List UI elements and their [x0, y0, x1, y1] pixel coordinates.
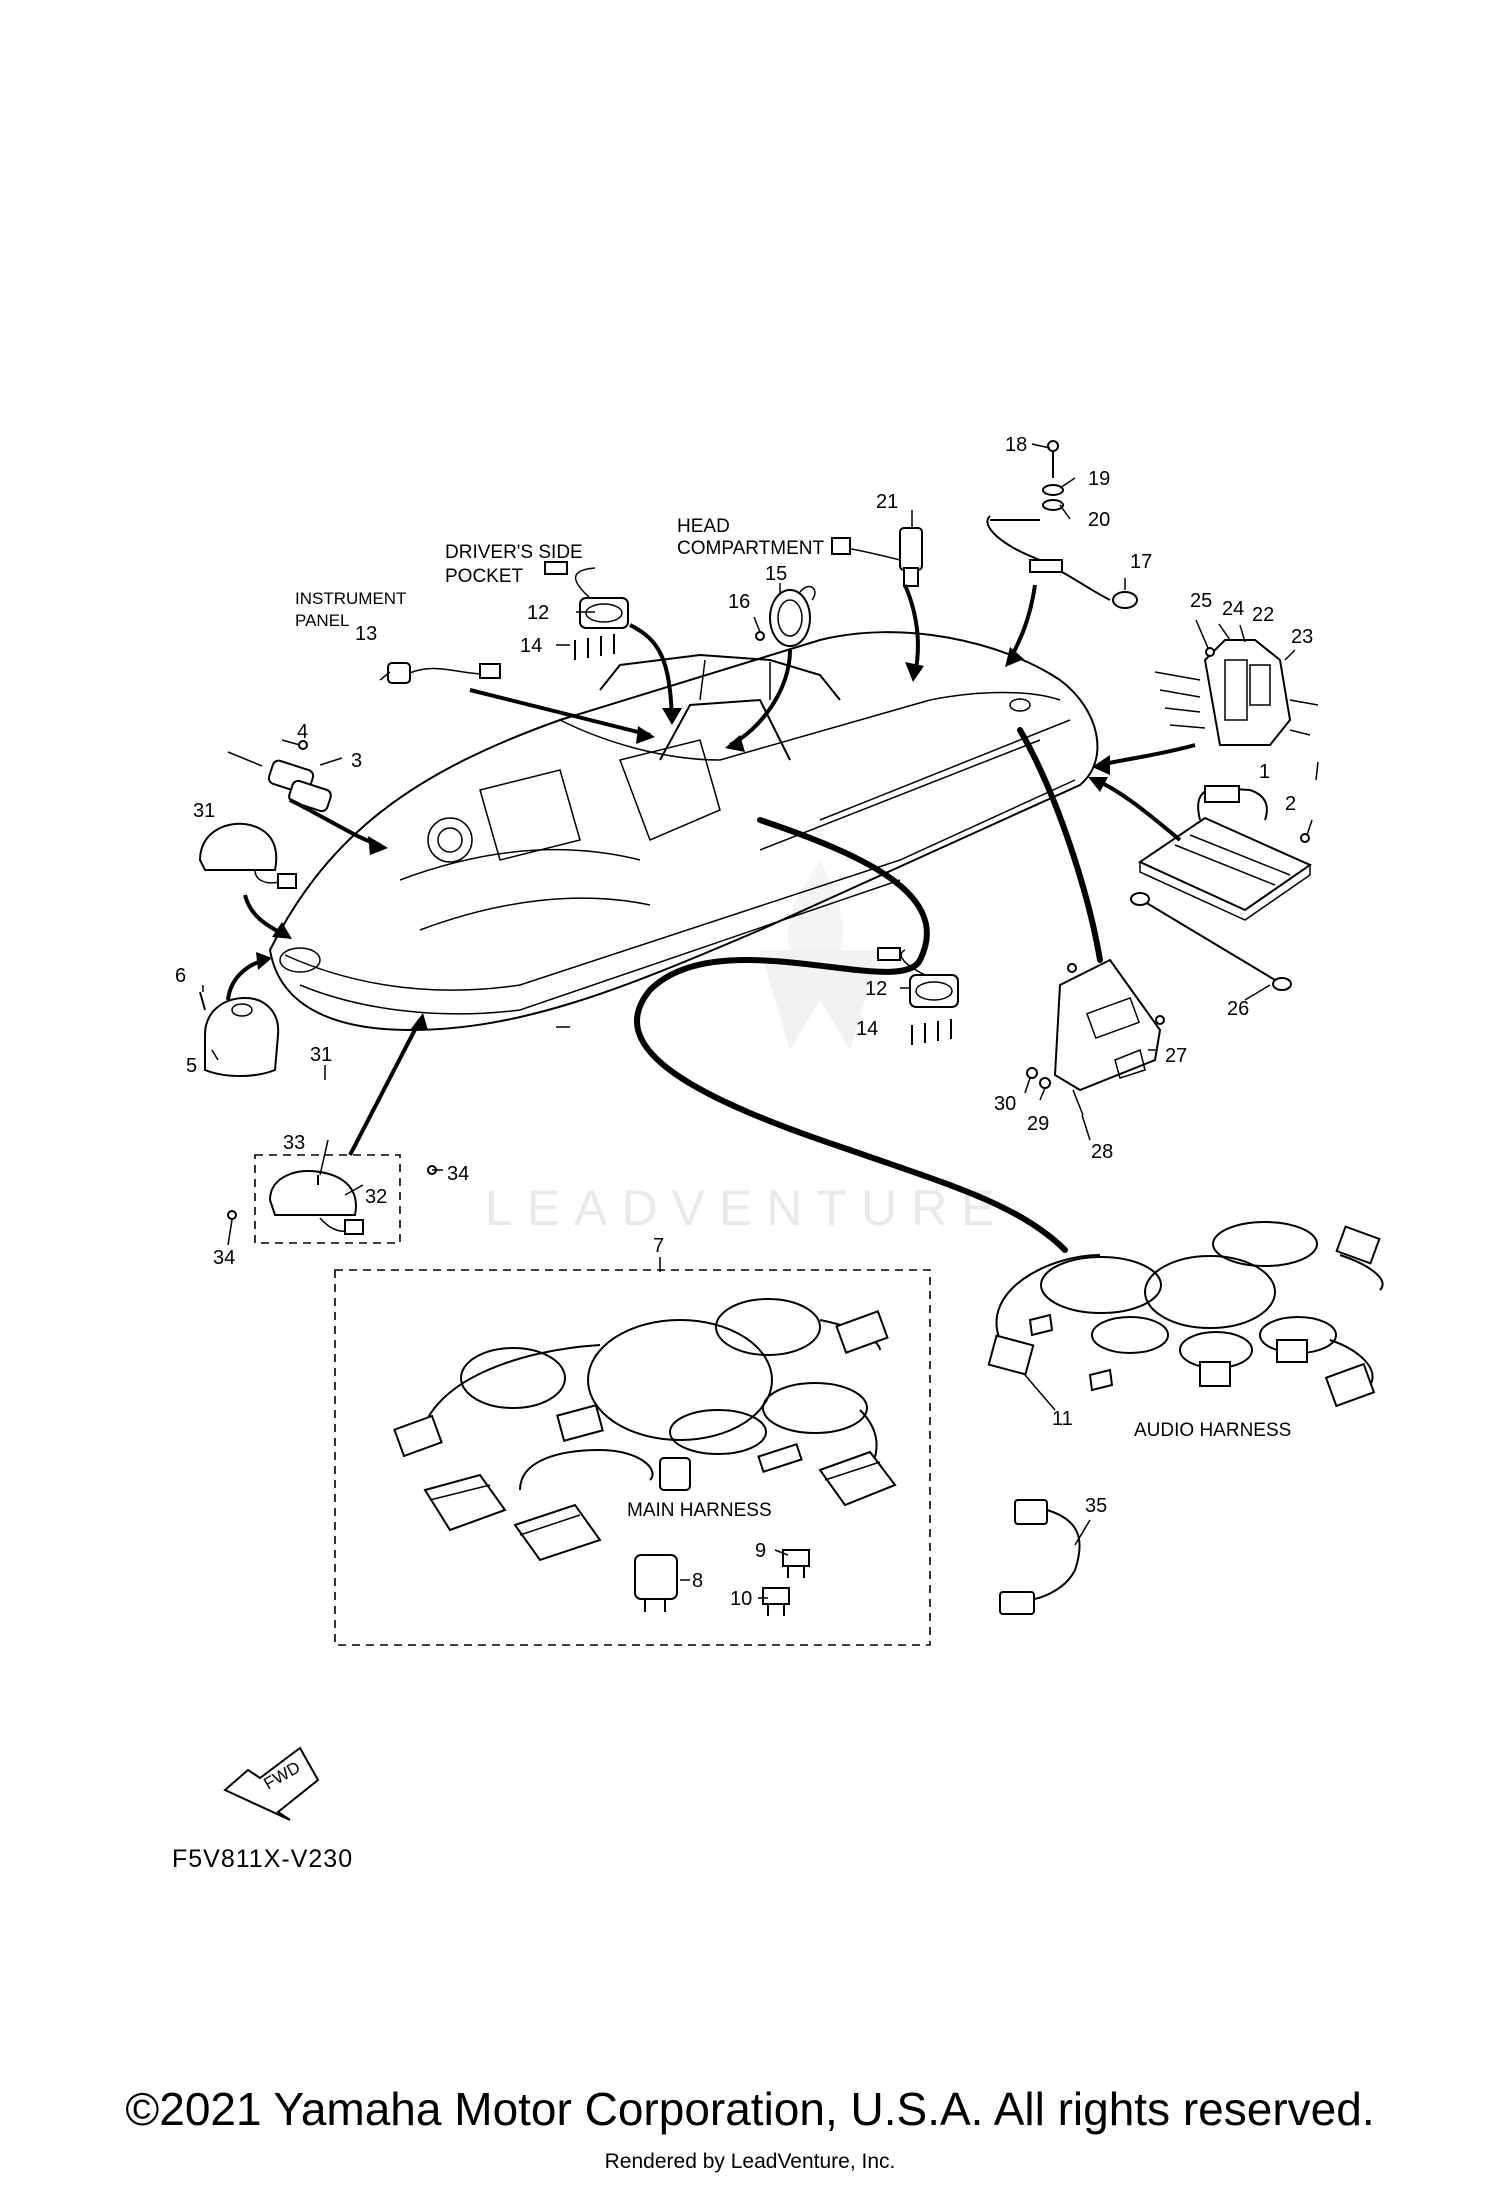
label-instrument-panel-1: INSTRUMENT — [295, 589, 406, 608]
callout-31-lower: 31 — [310, 1044, 332, 1066]
callout-35: 35 — [1085, 1495, 1107, 1517]
location-arrows — [226, 584, 1196, 1156]
part-14-screws-lower — [911, 1019, 952, 1045]
leader-lines — [202, 443, 1319, 1599]
part-32-light-body — [268, 1170, 364, 1235]
label-head-compartment-1: HEAD — [677, 516, 730, 537]
part-30-nut — [1026, 1067, 1038, 1079]
callout-15: 15 — [765, 563, 787, 585]
part-17-cable — [986, 515, 1138, 609]
part-15-head-light — [755, 585, 816, 647]
part-3-switches — [227, 751, 332, 813]
callout-23: 23 — [1291, 626, 1313, 648]
callout-34-right: 34 — [447, 1163, 469, 1185]
watermark-text: LEADVENTURE — [485, 1180, 1009, 1236]
callout-26: 26 — [1227, 998, 1249, 1020]
part-18-bolt — [1047, 440, 1059, 478]
callout-29: 29 — [1027, 1113, 1049, 1135]
part-7-main-harness-box — [334, 1269, 931, 1646]
part-27-ecu-module — [1053, 958, 1165, 1092]
part-2-screw — [1300, 833, 1310, 843]
part-12-light-upper — [544, 561, 629, 629]
part-6-screw — [199, 991, 206, 1011]
callout-25: 25 — [1190, 590, 1212, 612]
callout-2: 2 — [1285, 793, 1296, 815]
callout-24: 24 — [1222, 598, 1244, 620]
label-head-compartment-2: COMPARTMENT — [677, 538, 824, 559]
part-29-washer — [1039, 1077, 1051, 1089]
callout-5: 5 — [186, 1055, 197, 1077]
callout-4: 4 — [297, 721, 308, 743]
part-1-battery-tray — [1137, 785, 1313, 921]
label-drivers-side-pocket-2: POCKET — [445, 566, 524, 587]
callout-9: 9 — [755, 1540, 766, 1562]
part-14-screws-upper — [574, 634, 615, 660]
callout-3: 3 — [351, 750, 362, 772]
callout-20: 20 — [1088, 509, 1110, 531]
rendered-by-notice: Rendered by LeadVenture, Inc. — [604, 2150, 896, 2173]
callout-22: 22 — [1252, 604, 1274, 626]
part-5-stern-light — [204, 996, 280, 1077]
part-28-bolt — [1072, 1089, 1084, 1116]
part-11-audio-harness — [987, 1221, 1384, 1408]
copyright-notice: ©2021 Yamaha Motor Corporation, U.S.A. A… — [125, 2083, 1375, 2135]
callout-8: 8 — [692, 1570, 703, 1592]
callout-34-left: 34 — [213, 1247, 235, 1269]
boat-hull — [268, 631, 1099, 1032]
harness-route-audio — [634, 817, 1068, 1253]
part-31-bow-light — [198, 822, 297, 889]
part-20-washer — [1042, 499, 1064, 511]
callout-7: 7 — [653, 1235, 664, 1257]
callout-13: 13 — [355, 623, 377, 645]
part-26-cable — [1130, 892, 1292, 991]
part-19-washer — [1042, 484, 1064, 496]
callout-32: 32 — [365, 1186, 387, 1208]
callout-28: 28 — [1091, 1141, 1113, 1163]
harness-route-ecu — [1017, 727, 1103, 963]
callout-10: 10 — [730, 1588, 752, 1610]
part-7-main-harness — [393, 1298, 897, 1562]
callout-21: 21 — [876, 491, 898, 513]
fwd-arrow-icon: FWD — [223, 1746, 320, 1821]
callout-33: 33 — [283, 1132, 305, 1154]
part-22-switch-panel — [1154, 639, 1319, 746]
callout-11: 11 — [1052, 1408, 1073, 1430]
label-audio-harness: AUDIO HARNESS — [1134, 1420, 1291, 1441]
label-instrument-panel-2: PANEL — [295, 611, 350, 630]
part-21-sensor — [831, 527, 923, 587]
callout-6: 6 — [175, 965, 186, 987]
callout-27: 27 — [1165, 1045, 1187, 1067]
callout-18: 18 — [1005, 434, 1027, 456]
callout-16: 16 — [728, 591, 750, 613]
callout-14-upper: 14 — [520, 635, 542, 657]
callout-14-lower: 14 — [856, 1018, 878, 1040]
drawing-code: F5V811X-V230 — [172, 1845, 354, 1873]
label-drivers-side-pocket-1: DRIVER'S SIDE — [445, 542, 583, 563]
callout-19: 19 — [1088, 468, 1110, 490]
part-9-fuse — [782, 1549, 810, 1578]
part-34-screw-left — [227, 1210, 237, 1220]
part-35-adapter-harness — [999, 1499, 1081, 1615]
callout-12-lower: 12 — [865, 978, 887, 1000]
part-13-instrument-connector — [387, 662, 501, 684]
callout-1: 1 — [1259, 761, 1270, 783]
callout-17: 17 — [1130, 551, 1152, 573]
part-8-relay — [634, 1554, 678, 1612]
part-10-fuse — [762, 1587, 790, 1616]
part-12-light-lower — [877, 947, 959, 1008]
callout-31-upper: 31 — [193, 800, 215, 822]
callout-12-upper: 12 — [527, 602, 549, 624]
label-main-harness: MAIN HARNESS — [627, 1500, 772, 1521]
callout-30: 30 — [994, 1093, 1016, 1115]
part-31-detail-box — [254, 1154, 401, 1244]
